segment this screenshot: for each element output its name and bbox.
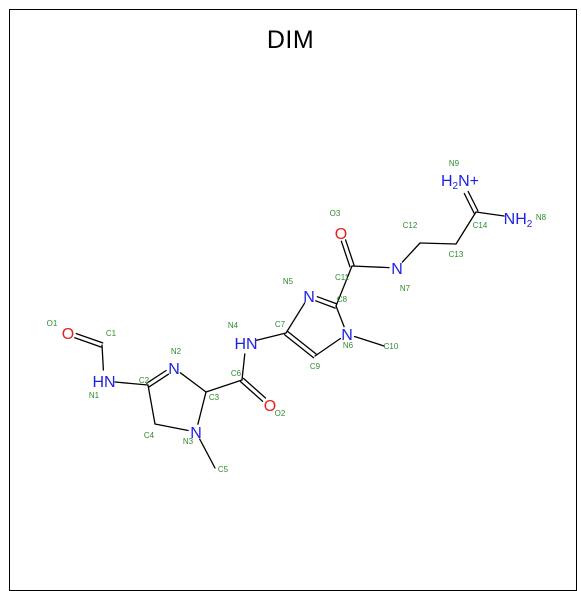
- atom-label-c11: C11: [335, 273, 350, 282]
- atom-label-n6: N6: [343, 341, 354, 350]
- molecule-title: DIM: [266, 26, 315, 54]
- atom-label-c7: C7: [275, 320, 286, 329]
- bond-c1-n1: [101, 344, 105, 371]
- bond-n3-c4: [154, 423, 189, 432]
- atom-label-c14: C14: [473, 221, 488, 230]
- bond-o1-c1-line-b: [75, 332, 104, 344]
- bond-c9-c7-line-a: [286, 330, 318, 355]
- bond-c12-c13: [419, 242, 457, 245]
- bond-n3-c5: [199, 438, 216, 469]
- atom-label-c6: C6: [231, 369, 242, 378]
- bond-o1-c1: [74, 332, 104, 348]
- atom-label-o3: O3: [330, 209, 341, 218]
- bond-c3-c6: [205, 379, 243, 393]
- bond-layer: [74, 190, 505, 469]
- bond-n4-c7: [256, 332, 287, 341]
- bond-n2-c3: [179, 372, 207, 393]
- atom-symbol-n2: N: [168, 361, 180, 378]
- atom-symbol-n8: NH2: [504, 211, 533, 230]
- figure-frame: [9, 9, 577, 591]
- bond-c6-n4: [241, 353, 246, 381]
- bond-c14-n9: [463, 190, 479, 214]
- atom-symbol-n1: HN: [92, 374, 115, 391]
- atom-label-n8: N8: [536, 213, 547, 222]
- bond-n5-c8-line-a: [315, 300, 336, 309]
- bond-c11-o3-line-b: [340, 240, 351, 268]
- bond-c11-n7: [351, 265, 390, 269]
- atom-label-c10: C10: [384, 342, 399, 351]
- bond-c6-o2-line-b: [242, 377, 267, 399]
- bond-c3-n3: [197, 391, 207, 425]
- bond-c9-c7-line-b: [283, 334, 315, 359]
- atom-symbol-o2: O: [264, 398, 276, 415]
- bond-c7-n5: [285, 302, 306, 334]
- bond-c13-c14: [455, 211, 477, 245]
- atom-layer: O HN N N O HN N N O N H2N+ NH2: [62, 173, 533, 442]
- bond-c14-n9-line-a: [467, 190, 479, 212]
- bond-c14-n8: [475, 211, 505, 217]
- bond-c6-o2-line-a: [239, 380, 264, 402]
- bond-n1-c2: [114, 381, 149, 386]
- atom-label-n7: N7: [400, 284, 411, 293]
- atom-symbol-n9: H2N+: [441, 173, 479, 192]
- bond-c4-c2: [147, 384, 156, 425]
- bond-c2-n2: [146, 369, 170, 388]
- atom-symbol-o1: O: [62, 326, 74, 343]
- atom-label-c13: C13: [449, 250, 464, 259]
- atom-label-n3: N3: [183, 437, 194, 446]
- atom-symbol-o3: O: [335, 226, 347, 243]
- atom-label-c1: C1: [106, 329, 117, 338]
- atom-label-c5: C5: [218, 465, 229, 474]
- atom-label-n1: N1: [89, 391, 100, 400]
- bond-c2-n2-line-b: [146, 369, 167, 384]
- atom-symbol-n6: N: [341, 327, 353, 344]
- atom-label-o1: O1: [47, 319, 58, 328]
- bond-c2-n2-line-a: [148, 373, 170, 388]
- atom-symbol-n5: N: [303, 289, 315, 306]
- bond-o1-c1-line-a: [74, 337, 102, 348]
- bond-c6-o2: [239, 377, 267, 402]
- atom-label-c12: C12: [403, 221, 418, 230]
- bond-c8-n6: [335, 305, 345, 328]
- atom-label-c9: C9: [310, 362, 321, 371]
- atom-symbol-n3: N: [190, 425, 202, 442]
- bond-n7-c12: [401, 242, 421, 263]
- bond-c11-o3: [340, 239, 355, 268]
- bond-c8-c11: [335, 265, 353, 307]
- bond-c11-o3-line-a: [344, 239, 355, 266]
- atom-label-c4: C4: [144, 431, 155, 440]
- atom-label-c3: C3: [209, 393, 220, 402]
- bond-n5-c8-line-b: [316, 296, 338, 305]
- atom-symbol-n7: N: [391, 261, 403, 278]
- atom-label-o2: O2: [275, 409, 286, 418]
- atom-label-n5: N5: [283, 277, 294, 286]
- atom-label-n9: N9: [449, 159, 460, 168]
- bond-c9-c7: [283, 330, 318, 359]
- atom-label-n2: N2: [171, 347, 182, 356]
- bond-c14-n9-line-b: [463, 192, 475, 214]
- atom-symbol-n4: HN: [234, 336, 257, 353]
- atom-label-n4: N4: [228, 321, 239, 330]
- bond-n6-c10: [353, 335, 385, 347]
- atom-label-c2: C2: [139, 376, 150, 385]
- atom-label-c8: C8: [337, 295, 348, 304]
- bond-n5-c8: [315, 296, 338, 309]
- bond-n6-c9: [314, 337, 342, 357]
